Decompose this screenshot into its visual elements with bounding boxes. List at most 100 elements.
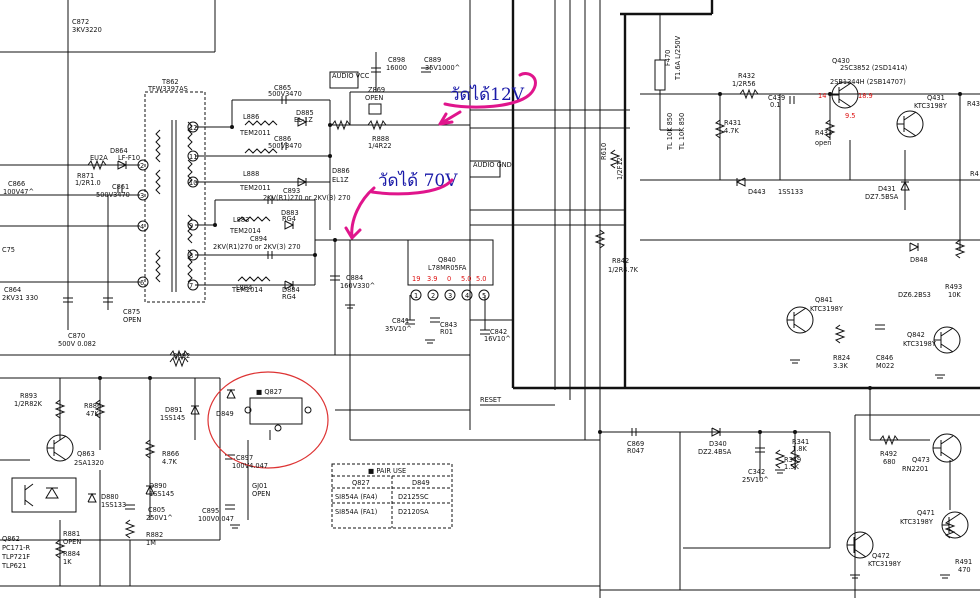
t862-pin: 2: [140, 162, 144, 170]
q842-part: KTC3198Y: [903, 340, 937, 348]
q473-part: RN2201: [902, 465, 928, 473]
d880-value: 1SS133: [101, 501, 126, 509]
d883-ref: D883: [281, 209, 299, 217]
l886-value: TEM2011: [239, 129, 271, 137]
d864-part: LF-F10: [118, 154, 140, 162]
c895-value: 100V0.047: [198, 515, 234, 523]
r433-value: open: [815, 139, 831, 147]
q840-pin: 5: [482, 292, 486, 300]
r491-value: 470: [958, 566, 971, 574]
c865-value: 500V3470: [268, 90, 302, 98]
pair-use-cell: D2120SA: [398, 508, 429, 516]
c894-ref: C894: [250, 235, 267, 243]
d340-value: DZ2.4BSA: [698, 448, 732, 456]
q863-ref: Q863: [77, 450, 95, 458]
highlight-circle: [207, 371, 329, 469]
q827-block: ■ Q827: [207, 371, 329, 469]
d864-ref: D864: [110, 147, 128, 155]
c875-ref: C875: [123, 308, 140, 316]
pair-use-title: ■ PAIR USE: [368, 467, 406, 475]
component-labels: AUDIO VCC AUDIO GND RESET C872 3KV3220 C…: [1, 18, 980, 574]
c861-value: 500V3470: [96, 191, 130, 199]
q840-voltage: 19: [412, 275, 420, 283]
r610-value: 1/2F12: [616, 157, 624, 180]
l884-value: TEM2014: [231, 286, 263, 294]
q842-ref: Q842: [907, 331, 925, 339]
d431-value: DZ7.5BSA: [865, 193, 899, 201]
r888-ref: R888: [372, 135, 389, 143]
r432-ref: R432: [738, 72, 755, 80]
r893-value: 1/2R82K: [14, 400, 43, 408]
r341-ref: R341: [792, 438, 809, 446]
d431-ref: D431: [878, 185, 896, 193]
f470-value: T1.6A L/250V: [674, 35, 682, 81]
d884-ref: D884: [282, 286, 300, 294]
c898-ref: C898: [388, 56, 405, 64]
r886-value: 47K: [86, 410, 99, 418]
q840-part: L78MR05FA: [428, 264, 467, 272]
c884-value: 160V330^: [340, 282, 375, 290]
q841-ref: Q841: [815, 296, 833, 304]
c439-ref: C439: [768, 94, 785, 102]
c841-value: 35V10^: [385, 325, 412, 333]
r433-ref: R433: [815, 129, 832, 137]
c846-value: M022: [876, 362, 894, 370]
c805-ref: C805: [148, 506, 165, 514]
symbols: [2, 59, 969, 579]
q840-pin: 3: [448, 292, 452, 300]
c897-value: 100V4.047: [232, 462, 268, 470]
l888-ref: L888: [243, 170, 259, 178]
l886-ref: L886: [243, 113, 259, 121]
t862-pin: 4: [140, 223, 144, 231]
r492-ref: R492: [880, 450, 897, 458]
q430-pin-voltage: 18.9: [858, 92, 873, 100]
c342-ref: C342: [748, 468, 765, 476]
r349-value: 1.5K: [784, 463, 799, 471]
q863-part: 2SA1320: [74, 459, 104, 467]
d864-part: EU2A: [90, 154, 108, 162]
c886-value: 500V3470: [268, 142, 302, 150]
label-audio-vcc: AUDIO VCC: [332, 72, 370, 80]
d885-ref: D885: [296, 109, 314, 117]
r431-ref: R431: [724, 119, 741, 127]
d443-value: 1SS133: [778, 188, 803, 196]
q840-pin: 2: [431, 292, 435, 300]
r881-ref: R881: [63, 530, 80, 538]
t862-pin: 7: [189, 282, 193, 290]
l870-ref: TL 10K 850: [666, 113, 674, 151]
q840-voltage: 3.9: [427, 275, 438, 283]
c889-ref: C889: [424, 56, 441, 64]
r43x-ref: R43: [967, 100, 980, 108]
c842-value: 16V10^: [484, 335, 511, 343]
c884-ref: C884: [346, 274, 363, 282]
c75-ref: C75: [2, 246, 15, 254]
c866-value: 100V47^: [3, 188, 34, 196]
c869-ref: C869: [627, 440, 644, 448]
q430-ref: Q430: [832, 57, 850, 65]
label-reset: RESET: [480, 396, 502, 404]
c897-ref: C897: [236, 454, 253, 462]
annotation-12v: วัดได้12V: [450, 84, 525, 105]
q862-part: PC171-R: [2, 544, 31, 552]
q840-pin: 1: [414, 292, 418, 300]
r842-ref: R842: [612, 257, 629, 265]
r871-value: 1/2R1.0: [75, 179, 101, 187]
r884-value: 1K: [63, 558, 72, 566]
t862-pin: 12: [189, 124, 197, 132]
c870-value: 500V 0.082: [58, 340, 96, 348]
c893-ref: C893: [283, 187, 300, 195]
c805-value: 250V1^: [146, 514, 173, 522]
c861-ref: C861: [112, 183, 129, 191]
transformer-t862: 2 3 4 6 12 11 10 9 8 7 T862 TFW3397AS: [137, 78, 206, 303]
d884-value: RG4: [282, 293, 296, 301]
q840-ref: Q840: [438, 256, 456, 264]
t862-ref: T862: [161, 78, 179, 86]
d891-ref: D891: [165, 406, 183, 414]
d886-ref: D886: [332, 167, 350, 175]
t862-pin: 6: [140, 279, 144, 287]
q471-ref: Q471: [917, 509, 935, 517]
q840-voltage: 0: [447, 275, 451, 283]
q473-ref: Q473: [912, 456, 930, 464]
d885-value: EL-1Z: [294, 116, 313, 124]
